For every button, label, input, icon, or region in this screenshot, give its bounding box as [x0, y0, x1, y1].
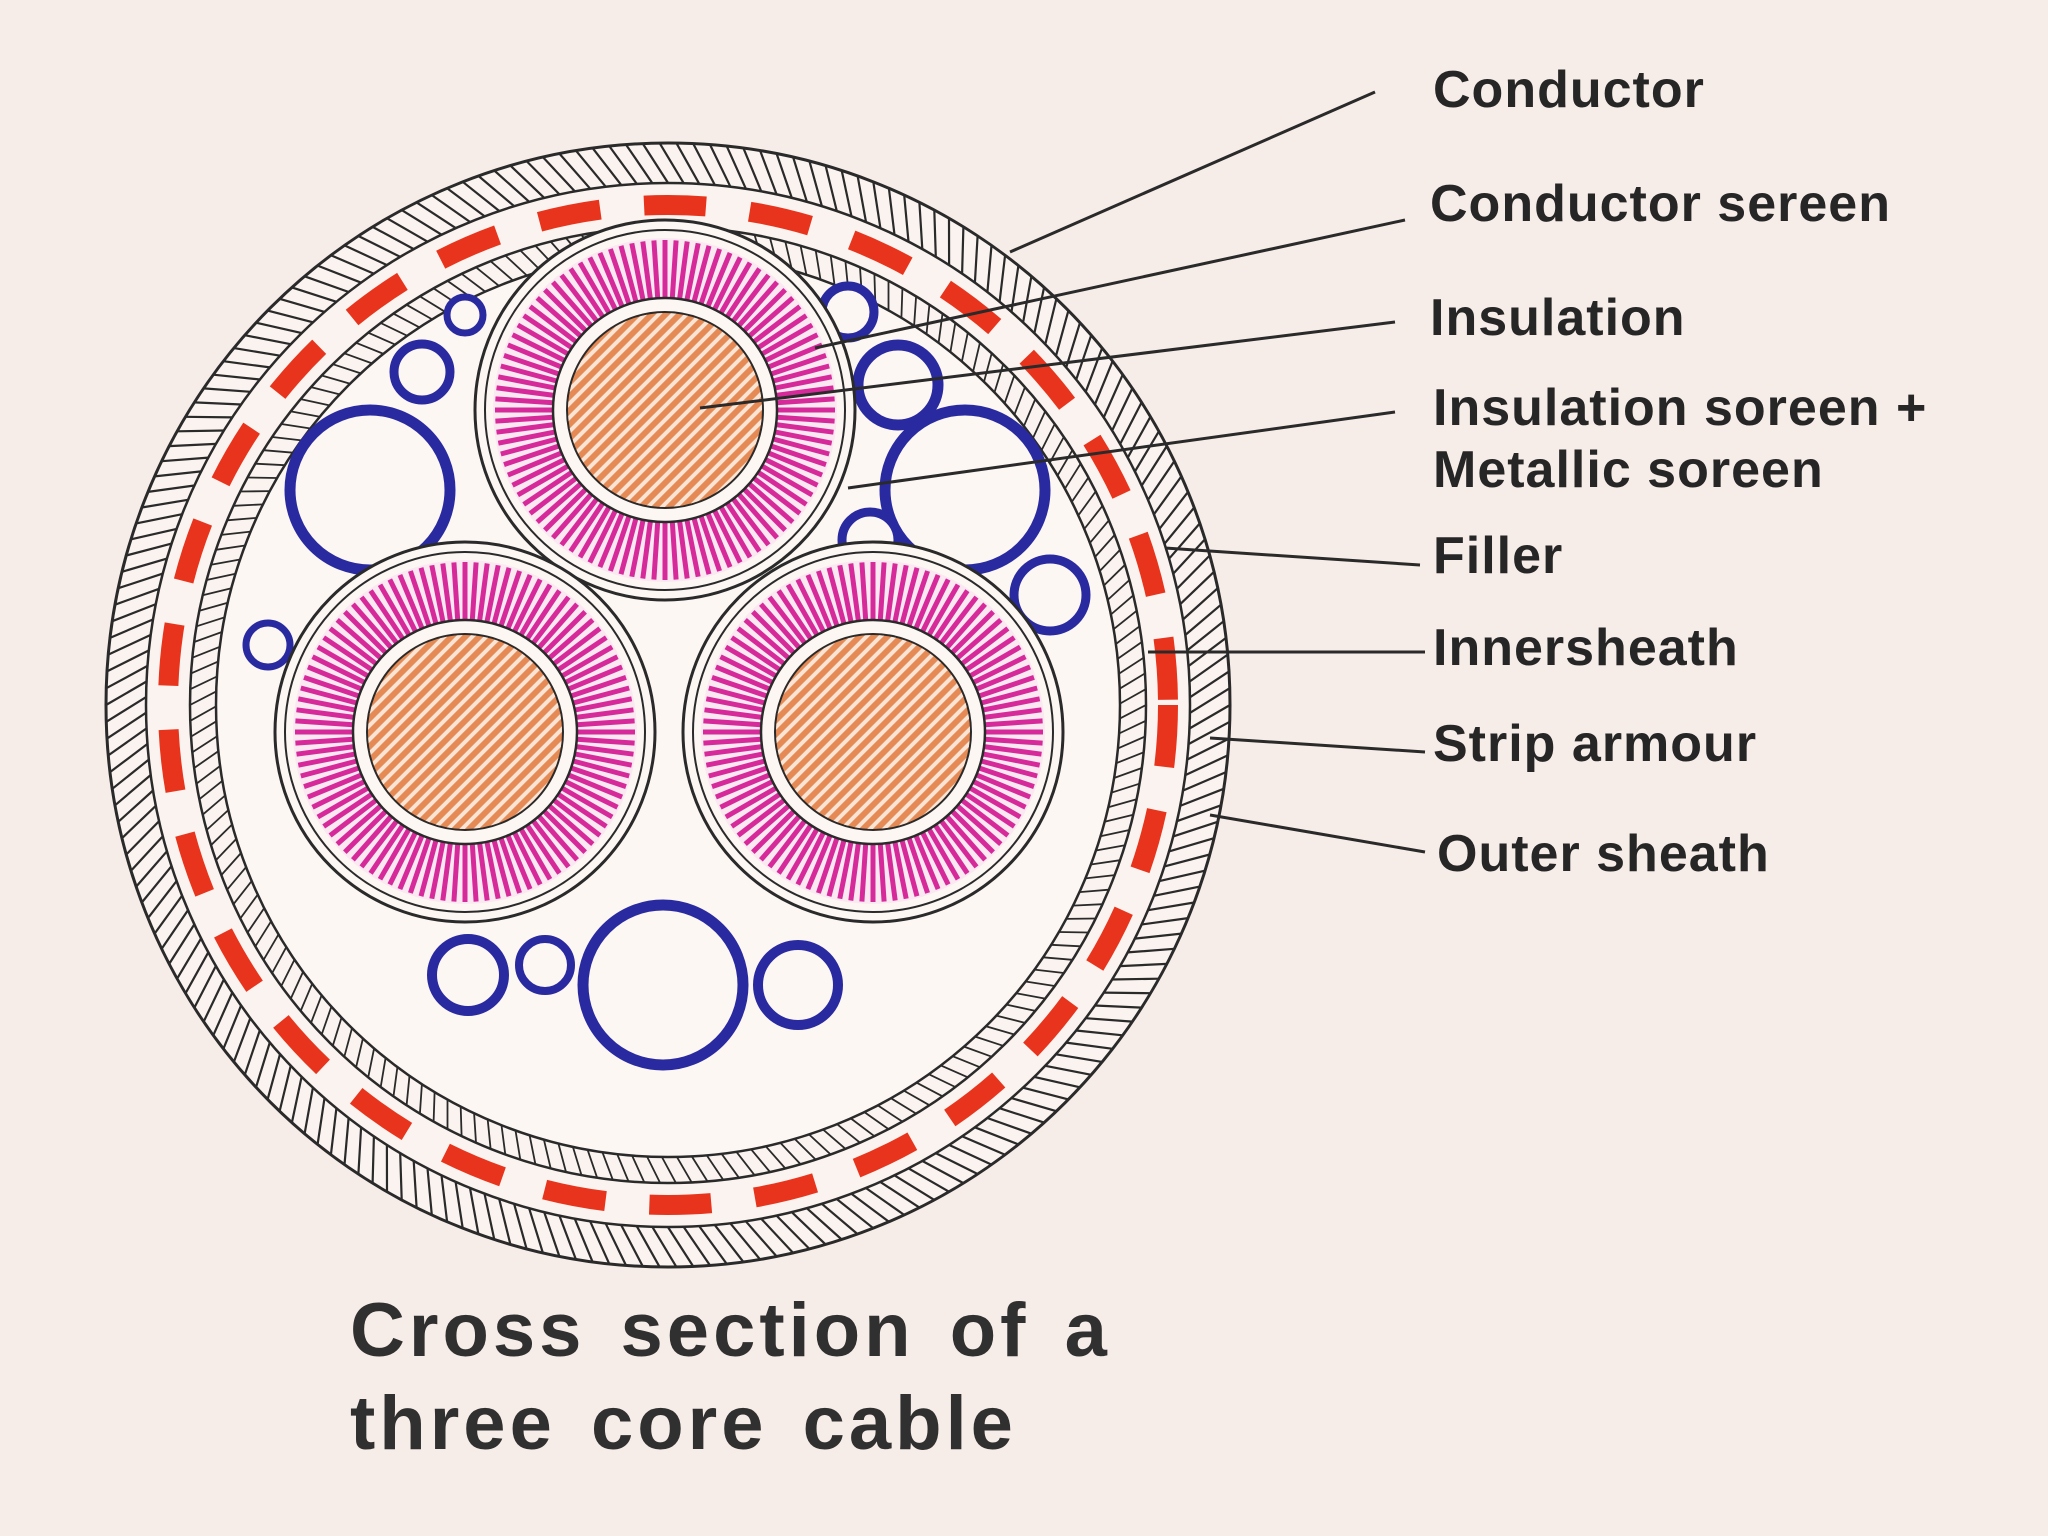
filler-ring [427, 934, 509, 1016]
conductor-hatching [776, 635, 970, 829]
insulation-screen [692, 551, 1054, 913]
leader-line [699, 320, 1396, 410]
conductor-hatching [368, 635, 562, 829]
conductor-hatching [568, 313, 762, 507]
label-conductor-screen: Conductor sereen [1430, 175, 1891, 233]
leader-line [1164, 546, 1421, 567]
insulation-screen [484, 229, 846, 591]
cable-core [681, 540, 1065, 924]
filler-ring [389, 339, 455, 405]
leader-line [847, 410, 1396, 490]
cable-core [473, 218, 857, 602]
filler-ring [443, 293, 487, 337]
conductor [366, 633, 564, 831]
core-group [273, 218, 1065, 924]
insulation-screen [284, 551, 646, 913]
label-insulation: Insulation [1430, 289, 1686, 347]
label-strip-armour: Strip armour [1433, 715, 1758, 773]
label-conductor: Conductor [1433, 61, 1705, 119]
conductor [774, 633, 972, 831]
outer-sheath-hatching [105, 142, 1231, 1268]
label-insulation-screen: Insulation soreen + [1433, 379, 1928, 437]
leader-lines [699, 90, 1426, 854]
label-filler: Filler [1433, 527, 1564, 585]
filler-ring [515, 935, 575, 995]
filler-ring [242, 619, 294, 671]
cable-core [273, 540, 657, 924]
label-outer-sheath: Outer sheath [1437, 825, 1770, 883]
filler-ring [753, 940, 843, 1030]
leader-line [814, 218, 1406, 350]
label-innersheath: Innersheath [1433, 619, 1739, 677]
figure-caption: Cross section of a three core cable [350, 1285, 1111, 1470]
caption-line-2: three core cable [350, 1380, 1017, 1466]
insulation-hatching [703, 562, 1043, 902]
filler-group [242, 281, 1091, 1071]
strip-armour [158, 195, 1178, 1215]
insulation-hatching [295, 562, 635, 902]
leader-line [1009, 90, 1376, 254]
caption-line-1: Cross section of a [350, 1288, 1111, 1373]
label-metallic-screen: Metallic soreen [1433, 441, 1824, 499]
conductor [566, 311, 764, 509]
filler-ring [1009, 554, 1091, 636]
leader-line [1209, 736, 1426, 754]
filler-ring [577, 899, 749, 1071]
leader-line [1209, 813, 1426, 854]
insulation-hatching [495, 240, 835, 580]
